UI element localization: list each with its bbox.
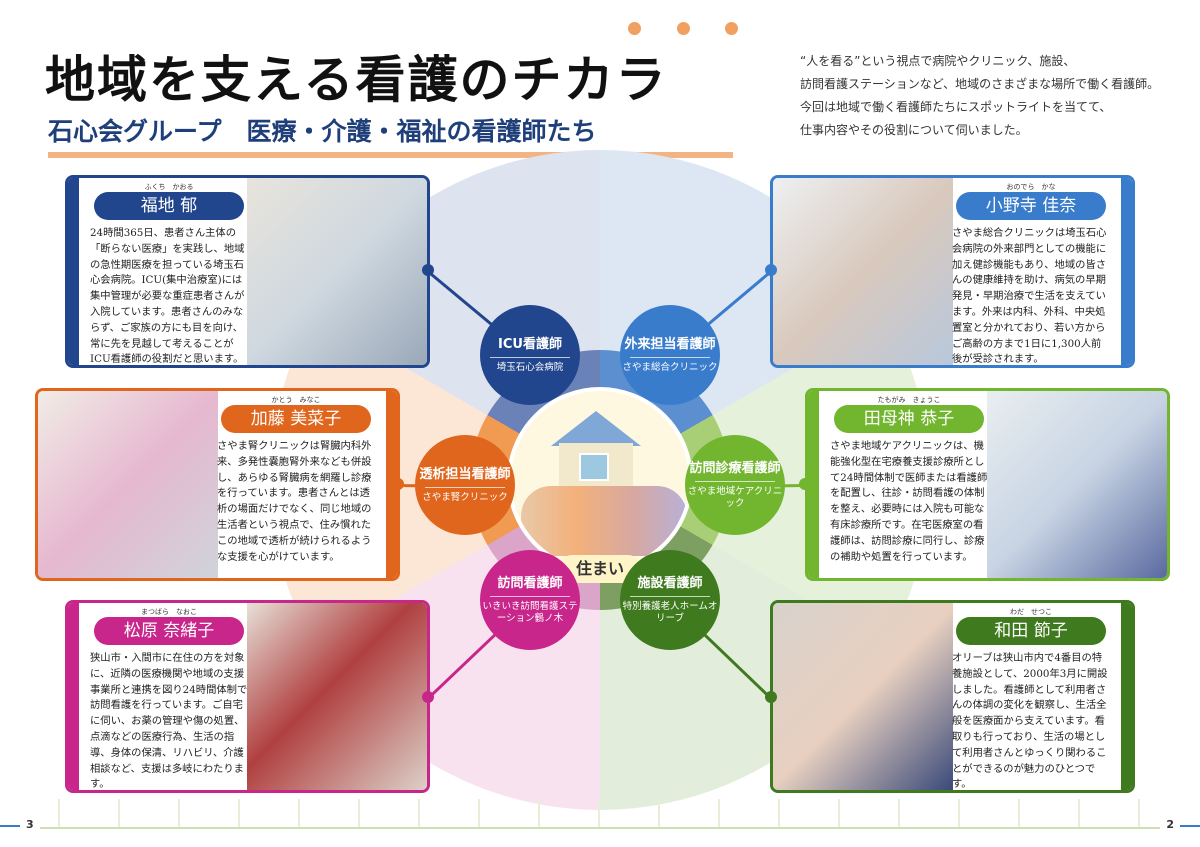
divider <box>490 356 570 358</box>
role-node: 外来担当看護師さやま総合クリニック <box>620 305 720 405</box>
divider <box>630 595 710 597</box>
card-accent-bar <box>386 391 397 578</box>
role-node: 施設看護師特別養護老人ホームオリーブ <box>620 550 720 650</box>
role-title: 施設看護師 <box>637 575 703 591</box>
card-accent-bar <box>808 391 819 578</box>
footer <box>0 799 1200 847</box>
role-node: 訪問診療看護師さやま地域ケアクリニック <box>685 435 785 535</box>
nurse-description: さやま腎クリニックは腎臓内科外来、多発性嚢胞腎外来なども併設し、あらゆる腎臓病を… <box>217 440 372 563</box>
role-node: 透析担当看護師さやま腎クリニック <box>415 435 515 535</box>
connector-dot <box>765 691 777 703</box>
role-title: 訪問診療看護師 <box>689 460 781 476</box>
role-facility: いきいき訪問看護ステーション鶴ノ木 <box>482 600 578 624</box>
nurse-card: おのでら かな小野寺 佳奈 さやま総合クリニックは埼玉石心会病院の外来部門として… <box>770 175 1135 368</box>
nurse-photo <box>987 391 1167 578</box>
divider <box>630 356 710 358</box>
role-title: 外来担当看護師 <box>624 336 716 352</box>
nurse-description: さやま総合クリニックは埼玉石心会病院の外来部門としての機能に加え健診機能もあり、… <box>952 227 1107 366</box>
nurse-name-badge: まつばら なおこ松原 奈緒子 <box>94 608 244 645</box>
page-number-left: 3 <box>26 818 34 831</box>
card-accent-bar <box>1121 603 1132 790</box>
intro-line: 仕事内容やその役割について伺いました。 <box>800 123 1028 137</box>
role-title: 透析担当看護師 <box>419 466 511 482</box>
skyline-decoration <box>40 799 1160 829</box>
role-title: ICU看護師 <box>498 336 562 352</box>
intro-line: “人を看る”という視点で病院やクリニック、施設、 <box>800 54 1076 68</box>
nurse-card: わだ せつこ和田 節子 オリーブは狭山市内で4番目の特養施設として、2000年3… <box>770 600 1135 793</box>
divider <box>425 486 505 488</box>
family-illustration <box>521 486 687 556</box>
divider <box>490 595 570 597</box>
name-ruby: わだ せつこ <box>1010 608 1052 616</box>
page-title: 地域を支える看護のチカラ <box>45 51 668 109</box>
nurse-name: 小野寺 佳奈 <box>985 196 1077 216</box>
role-node: 訪問看護師いきいき訪問看護ステーション鶴ノ木 <box>480 550 580 650</box>
card-accent-bar <box>1121 178 1132 365</box>
nurse-name: 田母神 恭子 <box>863 409 955 429</box>
card-accent-bar <box>68 178 79 365</box>
name-ruby: おのでら かな <box>1006 183 1056 191</box>
nurse-name: 加藤 美菜子 <box>250 409 342 429</box>
nurse-name: 松原 奈緒子 <box>123 621 215 641</box>
card-accent-bar <box>68 603 79 790</box>
nurse-name: 和田 節子 <box>994 621 1068 641</box>
nurse-card: ふくち かおる福地 郁 24時間365日、患者さん主体の「断らない医療」を実践し… <box>65 175 430 368</box>
role-facility: さやま腎クリニック <box>422 491 508 503</box>
intro-line: 今回は地域で働く看護師たちにスポットライトを当てて、 <box>800 100 1112 114</box>
nurse-photo <box>773 603 953 790</box>
nurse-name-badge: ふくち かおる福地 郁 <box>94 183 244 220</box>
nurse-name-badge: たもがみ きょうこ田母神 恭子 <box>834 396 984 433</box>
intro-line: 訪問看護ステーションなど、地域のさまざまな場所で働く看護師。 <box>800 77 1160 91</box>
nurse-description: さやま地域ケアクリニックは、機能強化型在宅療養支援診療所として24時間体制で医師… <box>830 440 988 563</box>
name-ruby: まつばら なおこ <box>141 608 197 616</box>
nurse-card: たもがみ きょうこ田母神 恭子 さやま地域ケアクリニックは、機能強化型在宅療養支… <box>805 388 1170 581</box>
nurse-photo <box>773 178 953 365</box>
nurse-description: オリーブは狭山市内で4番目の特養施設として、2000年3月に開設しました。看護師… <box>952 652 1108 791</box>
connector-dot <box>799 478 811 490</box>
role-facility: さやま地域ケアクリニック <box>687 485 783 509</box>
title-decoration-dots <box>628 22 738 35</box>
nurse-description: 24時間365日、患者さん主体の「断らない医療」を実践し、地域の急性期医療を担っ… <box>90 227 245 366</box>
role-title: 訪問看護師 <box>497 575 563 591</box>
nurse-name-badge: わだ せつこ和田 節子 <box>956 608 1106 645</box>
role-facility: さやま総合クリニック <box>622 361 718 373</box>
nurse-card: まつばら なおこ松原 奈緒子 狭山市・入間市に在住の方を対象に、近隣の医療機関や… <box>65 600 430 793</box>
house-illustration <box>507 387 693 573</box>
nurse-photo <box>247 178 427 365</box>
connector-dot <box>422 691 434 703</box>
nurse-photo <box>38 391 218 578</box>
nurse-photo <box>247 603 427 790</box>
name-ruby: たもがみ きょうこ <box>877 396 941 404</box>
page-number-right: 2 <box>1166 818 1174 831</box>
divider <box>695 480 775 482</box>
connector-dot <box>765 264 777 276</box>
nurse-card: かとう みなこ加藤 美菜子 さやま腎クリニックは腎臓内科外来、多発性嚢胞腎外来な… <box>35 388 400 581</box>
role-facility: 埼玉石心会病院 <box>496 361 564 373</box>
connector-dot <box>422 264 434 276</box>
nurse-name-badge: おのでら かな小野寺 佳奈 <box>956 183 1106 220</box>
intro-text: “人を看る”という視点で病院やクリニック、施設、 訪問看護ステーションなど、地域… <box>800 50 1159 142</box>
role-node: ICU看護師埼玉石心会病院 <box>480 305 580 405</box>
nurse-name-badge: かとう みなこ加藤 美菜子 <box>221 396 371 433</box>
nurse-description: 狭山市・入間市に在住の方を対象に、近隣の医療機関や地域の支援事業所と連携を図り2… <box>90 652 248 791</box>
role-facility: 特別養護老人ホームオリーブ <box>622 600 718 624</box>
name-ruby: かとう みなこ <box>271 396 321 404</box>
nurse-name: 福地 郁 <box>140 196 198 216</box>
connector-dot <box>392 478 404 490</box>
name-ruby: ふくち かおる <box>144 183 194 191</box>
page-subtitle: 石心会グループ 医療・介護・福祉の看護師たち <box>48 112 733 158</box>
